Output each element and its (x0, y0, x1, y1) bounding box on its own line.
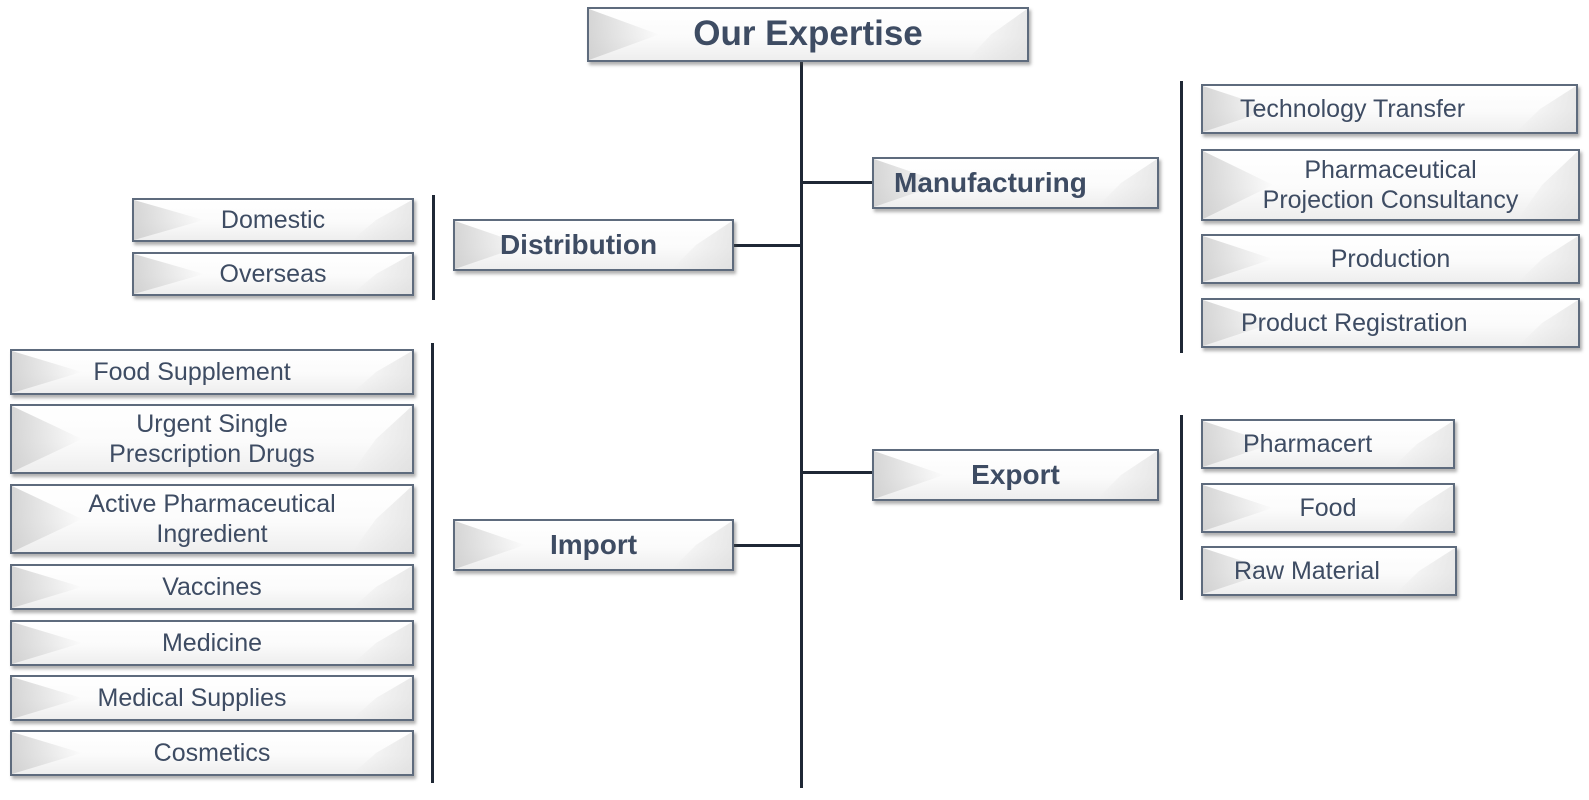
connector-import (734, 544, 802, 547)
leaf-label: Technology Transfer (1240, 94, 1466, 123)
leaf-label: Urgent Single Prescription Drugs (109, 409, 315, 469)
leaf-cosmetics: Cosmetics (10, 730, 414, 776)
leaf-vaccines: Vaccines (10, 564, 414, 610)
leaf-urgent-single-prescription-drugs: Urgent Single Prescription Drugs (10, 404, 414, 474)
leaf-label: Active Pharmaceutical Ingredient (88, 489, 336, 549)
leaf-raw-material: Raw Material (1201, 546, 1457, 596)
category-manufacturing: Manufacturing (872, 157, 1159, 209)
leaf-food-supplement: Food Supplement (10, 349, 414, 395)
connector-distribution (734, 244, 802, 247)
connector-manufacturing (802, 181, 872, 184)
category-label: Import (549, 528, 638, 560)
trunk-line (800, 60, 803, 788)
leaf-label: Medical Supplies (97, 683, 287, 712)
leaf-label: Pharmaceutical Projection Consultancy (1262, 155, 1519, 215)
leaf-label: Domestic (220, 205, 326, 234)
leaf-label: Food (1299, 493, 1357, 522)
root-node-label: Our Expertise (693, 14, 923, 54)
leaf-label: Cosmetics (153, 738, 271, 767)
category-distribution: Distribution (453, 219, 734, 271)
leaf-label: Pharmacert (1243, 429, 1373, 458)
bracket-distribution (432, 195, 435, 300)
leaf-pharmacert: Pharmacert (1201, 419, 1455, 469)
bracket-manufacturing (1180, 81, 1183, 353)
category-label: Export (971, 458, 1060, 490)
leaf-medicine: Medicine (10, 620, 414, 666)
leaf-active-pharmaceutical-ingredient: Active Pharmaceutical Ingredient (10, 484, 414, 554)
category-export: Export (872, 449, 1159, 501)
leaf-label: Product Registration (1241, 308, 1468, 337)
leaf-technology-transfer: Technology Transfer (1201, 84, 1578, 134)
category-import: Import (453, 519, 734, 571)
category-label: Distribution (499, 228, 658, 260)
leaf-product-registration: Product Registration (1201, 298, 1580, 348)
leaf-label: Vaccines (162, 572, 262, 601)
leaf-production: Production (1201, 234, 1580, 284)
leaf-label: Medicine (161, 628, 263, 657)
leaf-medical-supplies: Medical Supplies (10, 675, 414, 721)
leaf-food: Food (1201, 483, 1455, 533)
root-node-our-expertise: Our Expertise (587, 7, 1029, 62)
connector-export (802, 471, 872, 474)
leaf-label: Production (1330, 244, 1451, 273)
leaf-label: Food Supplement (93, 357, 291, 386)
leaf-overseas: Overseas (132, 252, 414, 296)
leaf-domestic: Domestic (132, 198, 414, 242)
leaf-label: Overseas (219, 259, 327, 288)
bracket-export (1180, 415, 1183, 600)
bracket-import (431, 343, 434, 783)
leaf-label: Raw Material (1234, 556, 1380, 585)
category-label: Manufacturing (894, 166, 1087, 198)
leaf-pharmaceutical-projection-consultancy: Pharmaceutical Projection Consultancy (1201, 149, 1580, 221)
